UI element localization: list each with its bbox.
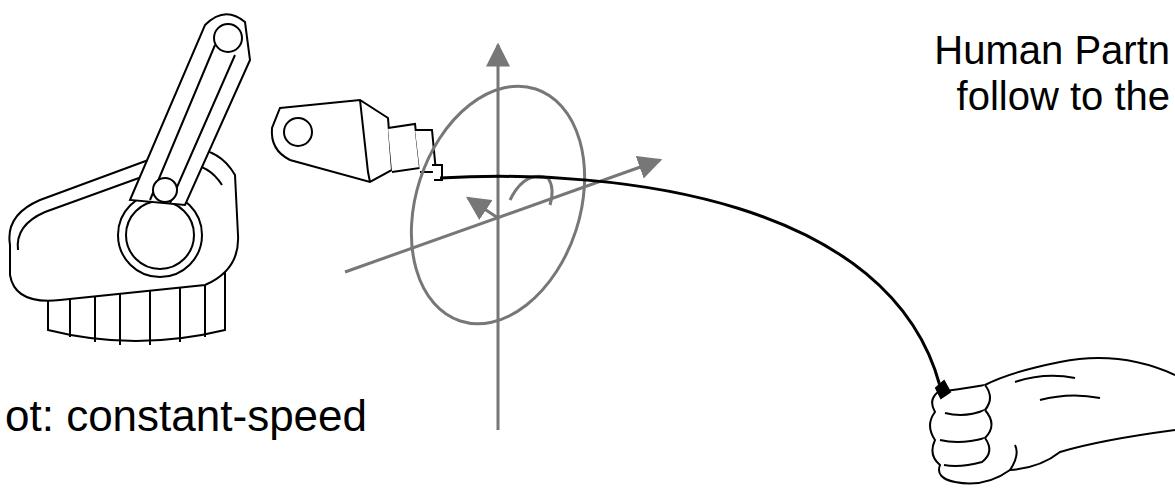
annotation-text: follow to the [957,74,1170,118]
leash-curve [440,176,940,386]
robot-forearm [272,100,442,182]
annotation-text: Human Partn [934,28,1170,72]
coordinate-axes [345,45,660,430]
robot-upper-arm [130,14,250,205]
annotation-text: ot: constant-speed [5,392,367,440]
human-hand [930,358,1175,483]
robot-base [9,149,238,345]
